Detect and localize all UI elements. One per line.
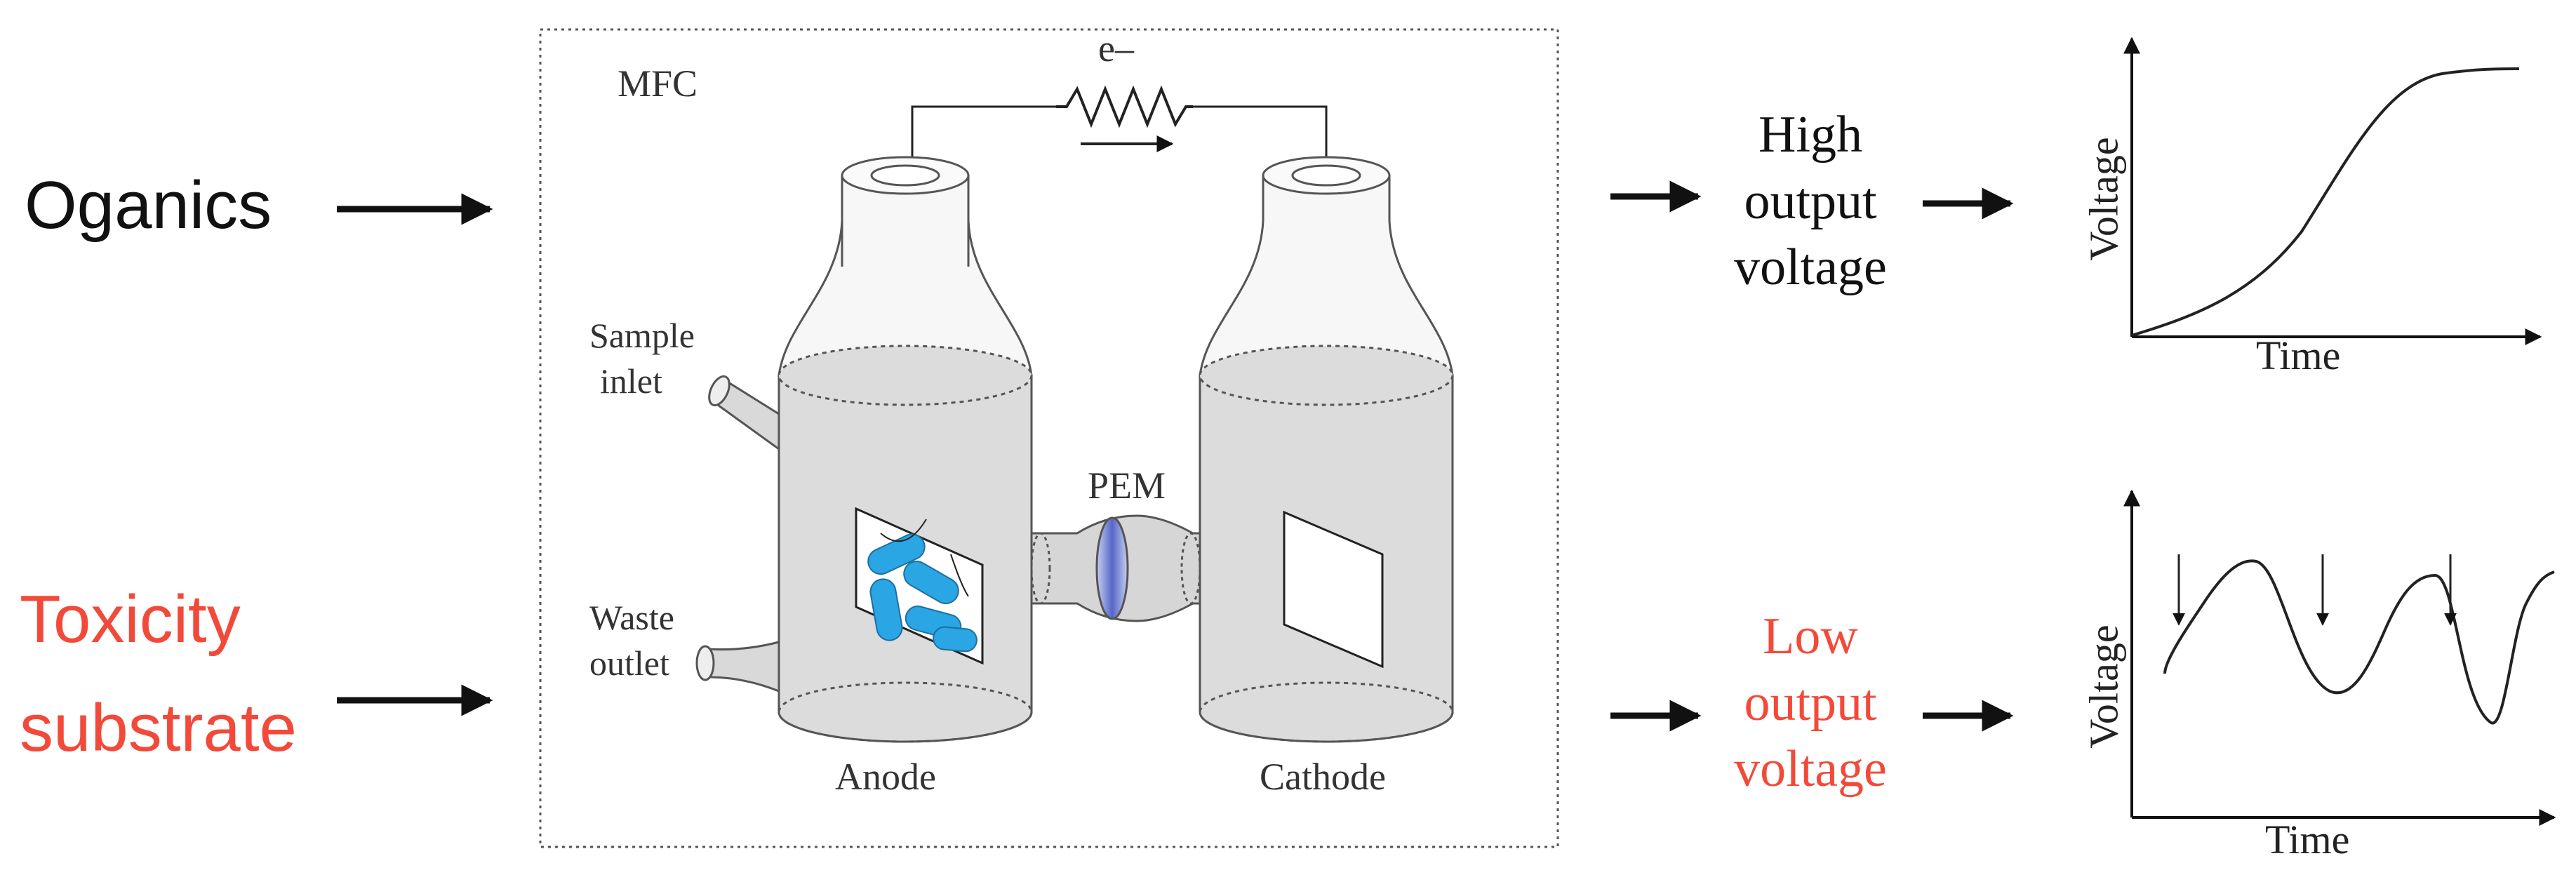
high-output-line3: voltage: [1734, 239, 1887, 297]
bottom-graph-ylabel: Voltage: [2081, 624, 2127, 749]
top-graph-xlabel: Time: [2256, 333, 2341, 378]
low-output-label: Low output voltage: [1712, 603, 1909, 803]
mfc-frame: [539, 28, 1559, 848]
waste-outlet-tube: [695, 641, 780, 693]
bottom-graph-xlabel: Time: [2265, 817, 2350, 862]
pem-label: PEM: [1088, 465, 1166, 507]
top-voltage-curve: [2131, 67, 2520, 337]
top-graph-ylabel: Voltage: [2081, 137, 2127, 261]
bacteria-cluster: [867, 533, 977, 653]
cathode-electrode: [1283, 510, 1384, 669]
electron-label: e–: [1098, 27, 1134, 69]
anode-electrode: [855, 507, 984, 665]
bottom-voltage-curve: [2163, 559, 2555, 725]
cathode-label: Cathode: [1260, 756, 1386, 798]
organics-label: Oganics: [25, 168, 272, 243]
waste-outlet-label-line2: outlet: [589, 643, 669, 683]
toxicity-label-line2: substrate: [20, 690, 297, 766]
low-output-line3: voltage: [1734, 740, 1887, 799]
waste-outlet-label-line1: Waste: [589, 598, 674, 637]
resistor: [1056, 85, 1193, 128]
low-output-line2: output: [1744, 674, 1877, 732]
high-output-line2: output: [1744, 172, 1877, 230]
mfc-title: MFC: [618, 62, 698, 105]
anode-vessel: [778, 156, 1033, 743]
sample-inlet-tube: [708, 375, 780, 451]
sample-inlet-label-line2: inlet: [600, 361, 662, 401]
low-voltage-graph: [2123, 489, 2556, 826]
cathode-vessel: [1199, 156, 1454, 743]
high-voltage-graph: [2123, 36, 2542, 345]
high-output-label: High output voltage: [1712, 102, 1909, 301]
high-output-line1: High: [1759, 106, 1862, 163]
toxicity-label-line1: Toxicity: [20, 582, 241, 657]
sample-inlet-label-line1: Sample: [589, 316, 695, 355]
low-output-line1: Low: [1763, 608, 1858, 665]
pem-membrane: [1095, 516, 1129, 620]
pem-bridge: [1030, 514, 1201, 622]
anode-label: Anode: [835, 756, 936, 798]
